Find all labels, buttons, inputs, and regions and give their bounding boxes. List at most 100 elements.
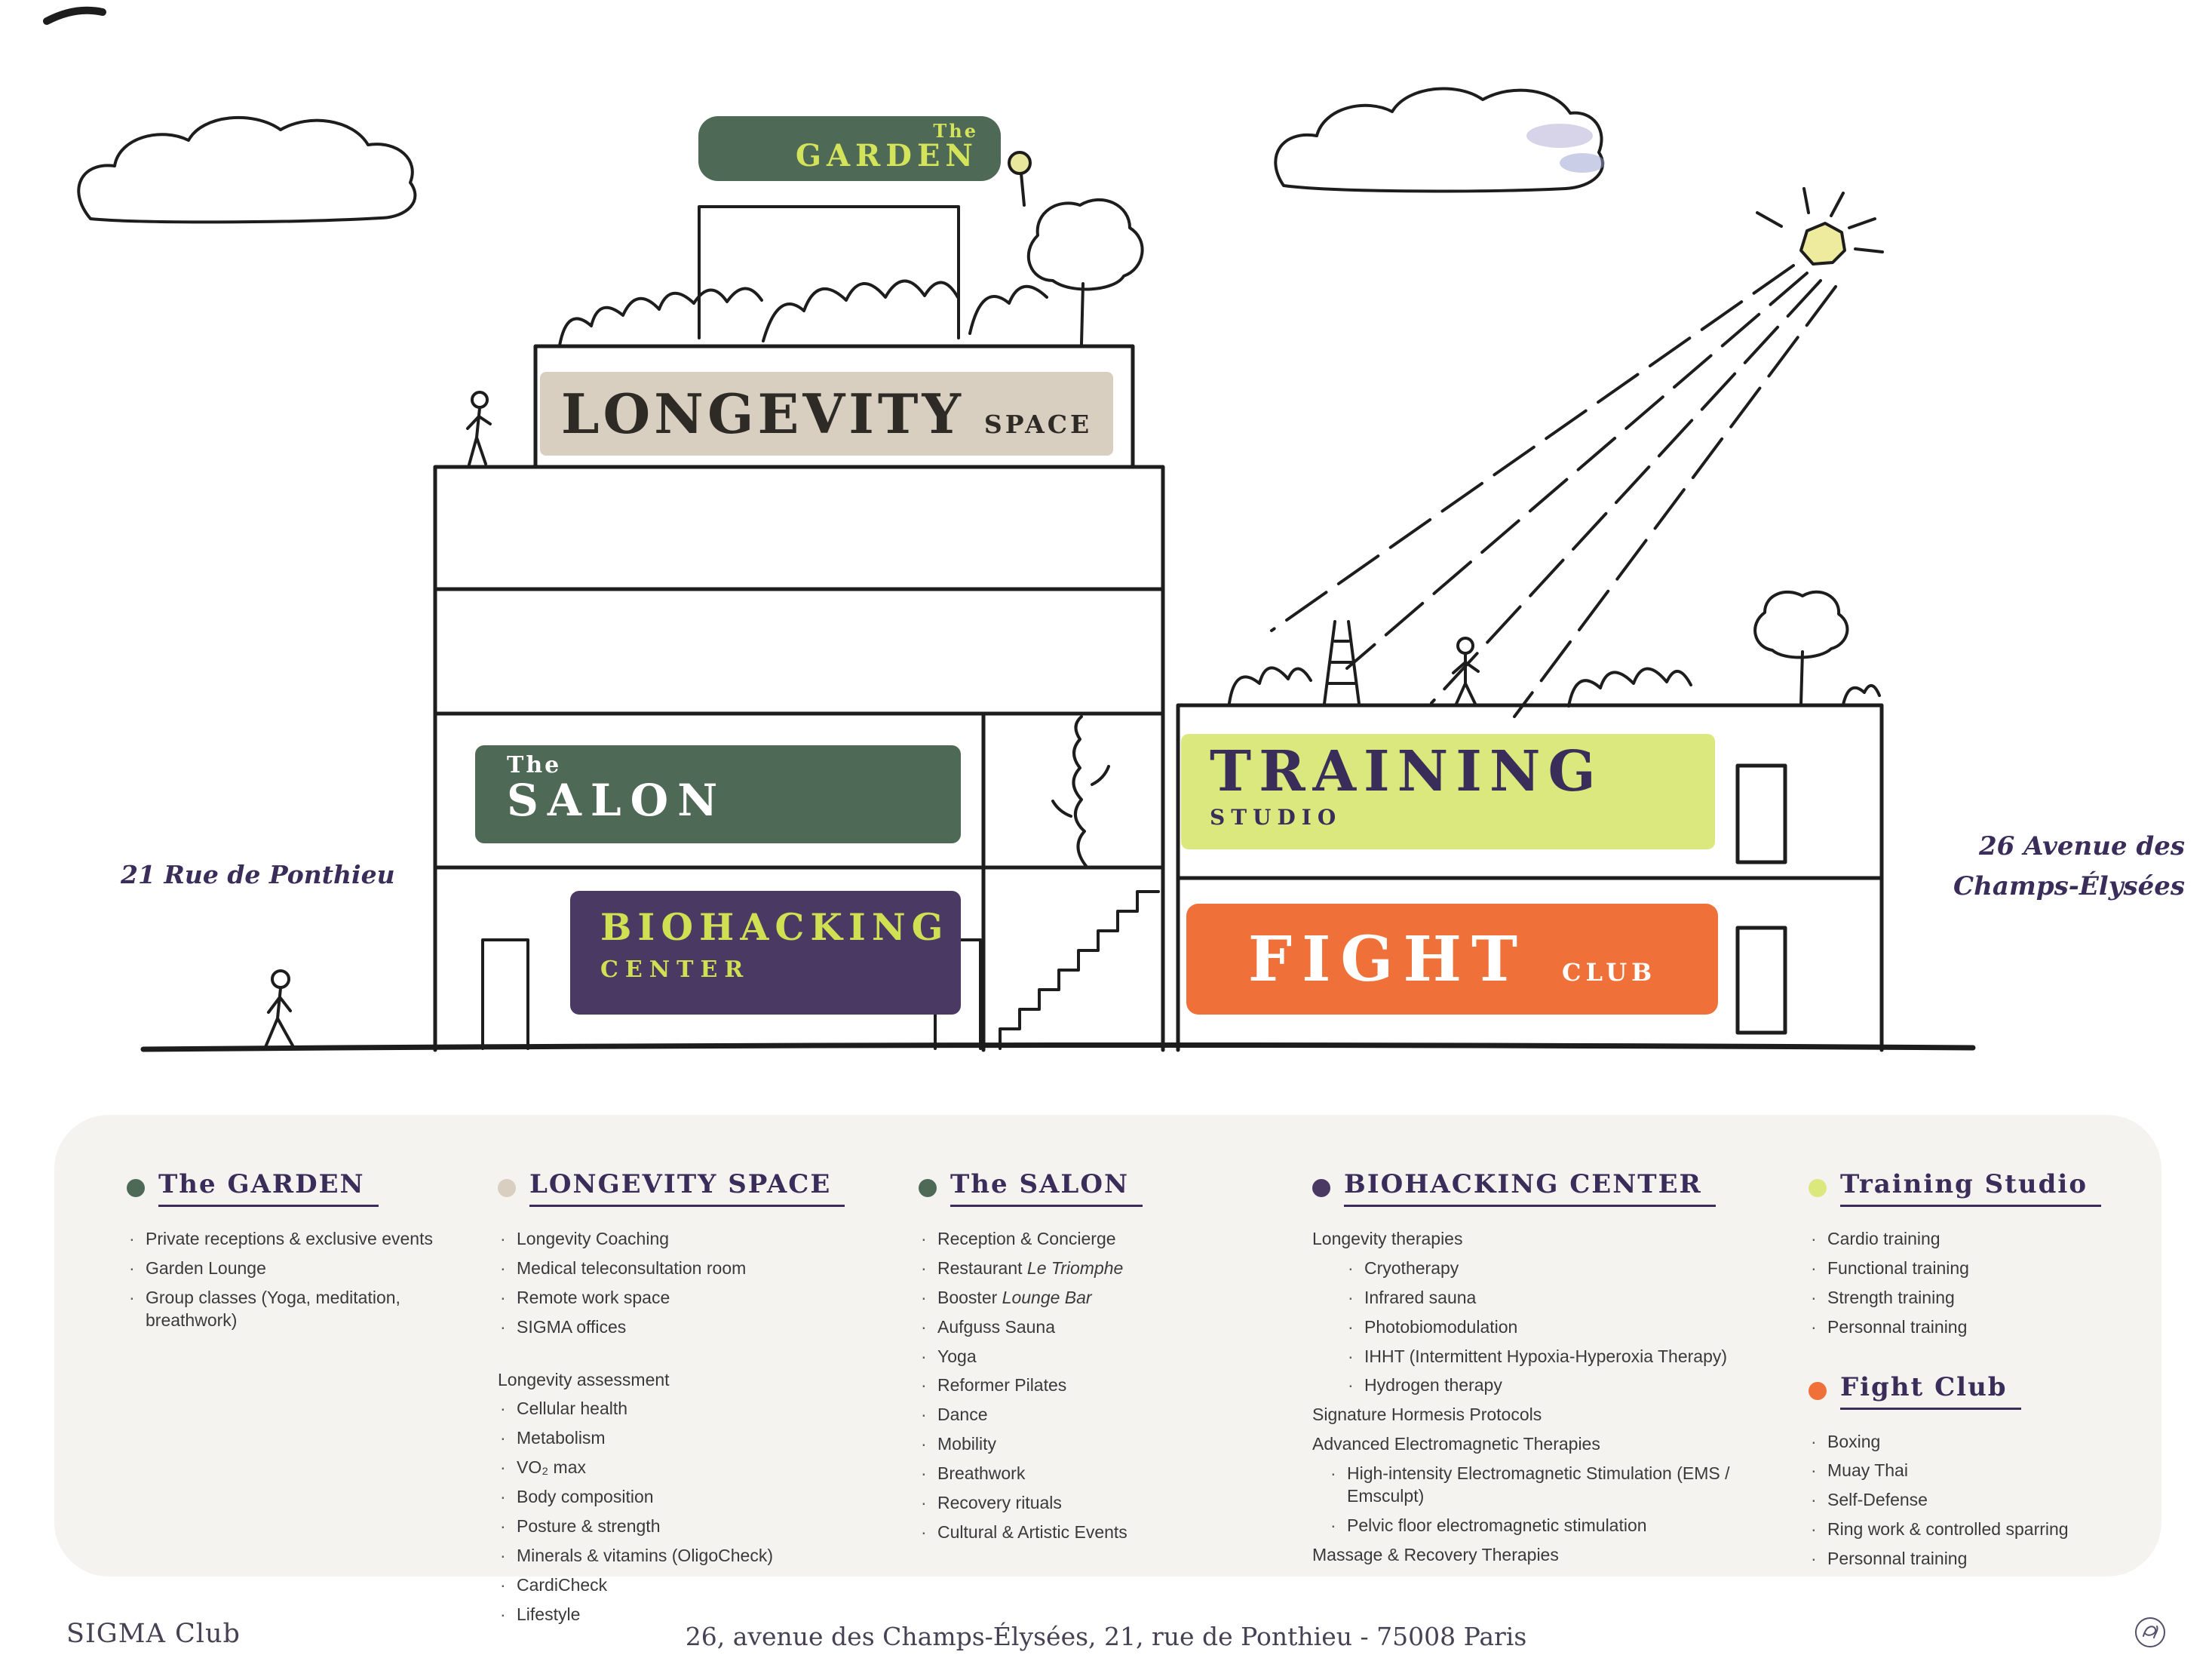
bullet-icon: · bbox=[921, 1493, 927, 1513]
legend-item: ·Cultural & Artistic Events bbox=[919, 1521, 1258, 1544]
bullet-icon: · bbox=[1348, 1316, 1354, 1337]
legend-item-text: Massage & Recovery Therapies bbox=[1312, 1544, 1559, 1564]
legend-item: · Reception & Concierge bbox=[919, 1228, 1258, 1251]
legend-item-text: Restaurant Le Triomphe bbox=[937, 1257, 1124, 1278]
legend-heading-training-studio: Training Studio bbox=[1809, 1169, 2133, 1207]
legend-list: · Reception & Concierge · Restaurant Le Tri… bbox=[919, 1228, 1258, 1544]
legend-item: ·Mobility bbox=[919, 1433, 1258, 1456]
fight-club-dot-icon bbox=[1809, 1381, 1827, 1400]
legend-item-text: Reception & Concierge bbox=[937, 1229, 1116, 1248]
bullet-icon: · bbox=[1811, 1519, 1817, 1540]
salon-badge-title: SALON bbox=[507, 775, 727, 826]
legend-item: ·Medical teleconsultation room bbox=[498, 1257, 882, 1280]
bullet-icon: · bbox=[500, 1574, 506, 1595]
legend-item-text: Aufguss Sauna bbox=[937, 1316, 1056, 1337]
legend-heading-fight-club: Fight Club bbox=[1809, 1372, 2133, 1410]
legend-item-text: Reformer Pilates bbox=[937, 1375, 1067, 1395]
legend-item-text: Dance bbox=[937, 1405, 988, 1425]
legend-section-longevity-space: LONGEVITY SPACE·Longevity Coaching·Medic… bbox=[498, 1169, 882, 1626]
cloud-left-icon bbox=[77, 115, 417, 224]
legend-item-text: Cardio training bbox=[1827, 1229, 1940, 1248]
legend-item: · Cryotherapy bbox=[1345, 1257, 1795, 1280]
bullet-icon: · bbox=[500, 1545, 506, 1565]
legend-item: ·Ring work & controlled sparring bbox=[1809, 1518, 2133, 1541]
legend-item: · Cardio training bbox=[1809, 1228, 2133, 1251]
legend-column-4: BIOHACKING CENTER Longevity therapies · Cry… bbox=[1312, 1169, 1795, 1567]
legend-item: ·SIGMA offices bbox=[498, 1316, 882, 1339]
legend-item: ·Boxing bbox=[1809, 1431, 2133, 1454]
legend-list: Longevity therapies · Cryotherapy · Infrared… bbox=[1312, 1228, 1795, 1567]
legend-item-text: Longevity assessment bbox=[498, 1369, 670, 1389]
biohacking-center-badge: BIOHACKING CENTER bbox=[570, 891, 961, 1015]
bullet-icon: · bbox=[500, 1316, 506, 1337]
footer-address: 26, avenue des Champs-Élysées, 21, rue d… bbox=[685, 1622, 1527, 1651]
legend-item: ·Aufguss Sauna bbox=[919, 1316, 1258, 1339]
bullet-icon: · bbox=[1348, 1287, 1354, 1307]
legend-item-text: Longevity therapies bbox=[1312, 1229, 1463, 1248]
legend-heading-salon: The SALON bbox=[919, 1169, 1258, 1207]
legend-item-text: Advanced Electromagnetic Therapies bbox=[1312, 1434, 1600, 1454]
legend-column-3: The SALON · Reception & Concierge · Restaura… bbox=[919, 1169, 1258, 1544]
legend-heading-text: LONGEVITY SPACE bbox=[529, 1169, 845, 1207]
legend-item: ·Functional training bbox=[1809, 1257, 2133, 1280]
street-label-line2: Champs-Élysées bbox=[1953, 870, 2185, 901]
legend-heading-text: The SALON bbox=[950, 1169, 1143, 1207]
legend-item-text: Muay Thai bbox=[1827, 1460, 1908, 1481]
training-studio-dot-icon bbox=[1809, 1179, 1827, 1197]
legend-item-text: Cellular health bbox=[517, 1399, 628, 1419]
legend-item: · Group classes (Yoga, meditation, breath… bbox=[127, 1287, 496, 1332]
legend-item-text: Metabolism bbox=[517, 1428, 606, 1448]
bullet-icon: · bbox=[1811, 1229, 1817, 1248]
legend-item-text: High-intensity Electromagnetic Stimulati… bbox=[1347, 1463, 1730, 1506]
bullet-icon: · bbox=[500, 1457, 506, 1478]
legend-item-text: Infrared sauna bbox=[1364, 1287, 1477, 1307]
bullet-icon: · bbox=[1330, 1515, 1336, 1535]
legend-section-garden: The GARDEN·Private receptions & exclusiv… bbox=[127, 1169, 496, 1332]
legend-item-text: Strength training bbox=[1827, 1287, 1955, 1307]
bullet-icon: · bbox=[500, 1287, 506, 1307]
legend-column-5: Training Studio · Cardio training ·Function… bbox=[1809, 1169, 2133, 1570]
bullet-icon: · bbox=[921, 1229, 927, 1248]
legend-item-text: Signature Hormesis Protocols bbox=[1312, 1405, 1542, 1425]
biohacking-badge-title: BIOHACKING bbox=[600, 905, 950, 949]
legend-item-text: Breathwork bbox=[937, 1463, 1026, 1484]
bullet-icon: · bbox=[921, 1521, 927, 1542]
legend-item-text: Mobility bbox=[937, 1434, 996, 1454]
training-studio-badge: TRAINING STUDIO bbox=[1181, 734, 1715, 849]
training-badge-title: TRAINING bbox=[1210, 739, 1603, 804]
bullet-icon: · bbox=[921, 1463, 927, 1484]
legend-section-training-studio: Training Studio · Cardio training ·Function… bbox=[1809, 1169, 2133, 1339]
legend-item: ·VO₂ max bbox=[498, 1457, 882, 1479]
legend-item: ·Photobiomodulation bbox=[1345, 1316, 1795, 1339]
bullet-icon: · bbox=[1348, 1257, 1354, 1278]
legend-section-biohacking-center: BIOHACKING CENTER Longevity therapies · Cry… bbox=[1312, 1169, 1795, 1567]
legend-item-text: Private receptions & exclusive events bbox=[146, 1229, 433, 1248]
legend-item-text: Minerals & vitamins (OligoCheck) bbox=[517, 1545, 773, 1565]
bullet-icon: · bbox=[500, 1257, 506, 1278]
garden-badge-pre: The bbox=[933, 120, 978, 142]
bullet-icon: · bbox=[500, 1229, 506, 1248]
salon-floor-badge: The SALON bbox=[475, 745, 961, 843]
legend-item-text: Group classes (Yoga, meditation, breathw… bbox=[146, 1287, 400, 1330]
bullet-icon: · bbox=[129, 1287, 135, 1307]
legend-item: ·Personnal training bbox=[1809, 1316, 2133, 1339]
garden-floor-badge: The GARDEN bbox=[698, 116, 1001, 181]
bullet-icon: · bbox=[921, 1346, 927, 1366]
legend-item-text: Remote work space bbox=[517, 1287, 670, 1307]
brand-label: SIGMA Club bbox=[66, 1619, 241, 1649]
legend-heading-text: Fight Club bbox=[1840, 1372, 2021, 1410]
street-label-champs-elysees: 26 Avenue des Champs-Élysées bbox=[1953, 827, 2185, 906]
legend-column-1: The GARDEN·Private receptions & exclusiv… bbox=[127, 1169, 496, 1332]
biohacking-center-dot-icon bbox=[1312, 1179, 1330, 1197]
biohacking-badge-sub: CENTER bbox=[600, 956, 750, 983]
bullet-icon: · bbox=[129, 1257, 135, 1278]
legend-group-label: Signature Hormesis Protocols bbox=[1312, 1404, 1795, 1426]
bullet-icon: · bbox=[500, 1428, 506, 1448]
bullet-icon: · bbox=[500, 1487, 506, 1507]
legend-heading-text: BIOHACKING CENTER bbox=[1344, 1169, 1716, 1207]
legend-item: ·Yoga bbox=[919, 1346, 1258, 1368]
street-label-line1: 26 Avenue des bbox=[1979, 831, 2185, 861]
legend-item: ·CardiCheck bbox=[498, 1574, 882, 1597]
legend-item-text: Cryotherapy bbox=[1364, 1257, 1459, 1278]
legend-item: ·Pelvic floor electromagnetic stimulatio… bbox=[1328, 1515, 1795, 1537]
